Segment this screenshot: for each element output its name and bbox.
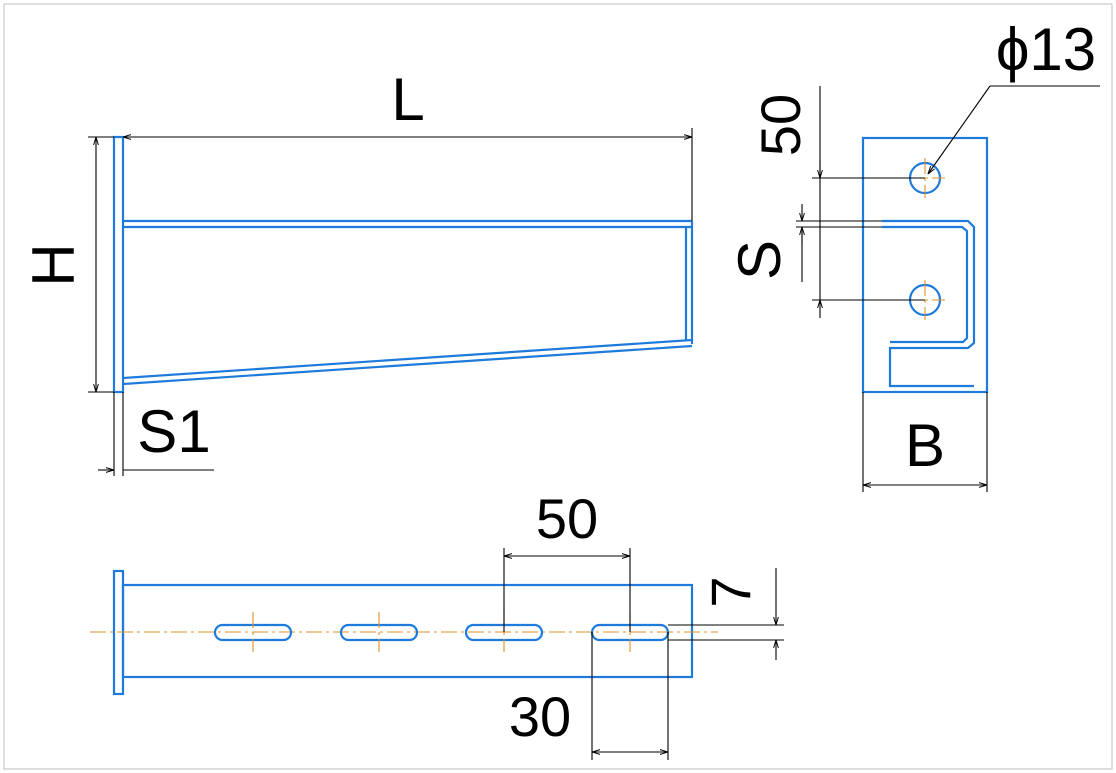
- dimension-sheet-thickness: S: [726, 204, 882, 282]
- top-view: 50 7 30: [90, 487, 784, 760]
- hole-spacing-label: 50: [749, 94, 812, 156]
- slot-pitch-label: 50: [536, 487, 598, 550]
- hole-diameter-label: ϕ13: [996, 16, 1096, 83]
- side-view-flange: [112, 135, 125, 394]
- width-label: B: [905, 412, 945, 479]
- dimension-hole-diameter: ϕ13: [928, 16, 1100, 174]
- dimension-length: L: [123, 66, 693, 221]
- dimension-slot-pitch: 50: [503, 487, 631, 632]
- side-view: L H S1: [20, 66, 694, 476]
- flange-thickness-label: S1: [137, 398, 210, 465]
- length-label: L: [391, 66, 424, 133]
- dimension-height: H: [20, 136, 114, 393]
- top-view-arm: [121, 583, 694, 679]
- dimension-slot-width: 7: [668, 568, 784, 660]
- dimension-width: B: [862, 392, 988, 492]
- slot-width-label: 7: [699, 576, 762, 607]
- sheet-thickness-label: S: [726, 240, 793, 280]
- side-view-arm: [122, 219, 694, 386]
- dimension-slot-length: 30: [509, 632, 669, 760]
- slot-length-label: 30: [509, 685, 571, 748]
- height-label: H: [20, 243, 87, 286]
- end-view-plate: [861, 136, 989, 394]
- end-view-profile: [882, 219, 976, 388]
- dimension-flange-thickness: S1: [98, 392, 214, 476]
- drawing-border: [3, 3, 1113, 770]
- end-view: ϕ13 50 S B: [726, 16, 1100, 492]
- dimension-hole-spacing: 50: [749, 86, 925, 318]
